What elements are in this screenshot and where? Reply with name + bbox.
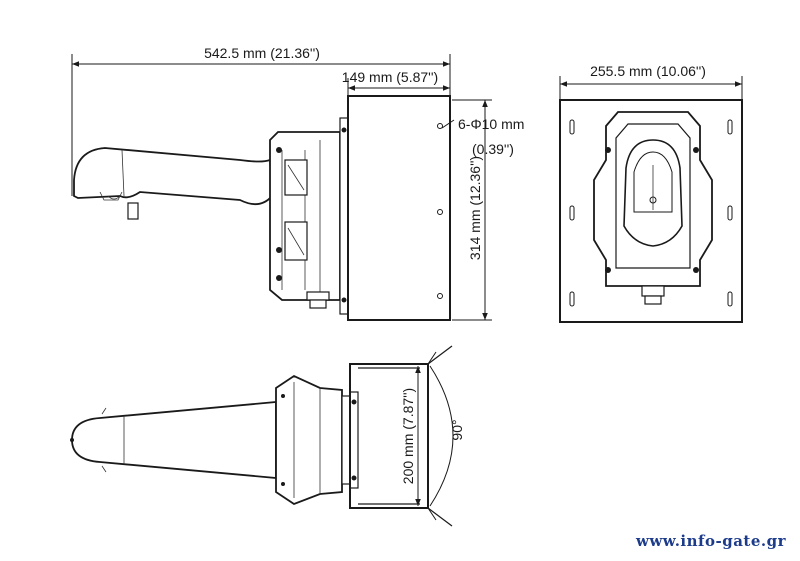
dimension-box-depth: 149 mm (5.87'') (342, 69, 450, 96)
overall-length-label: 542.5 mm (21.36'') (204, 45, 320, 61)
watermark-text: www.info-gate.gr (635, 532, 787, 550)
hole-spec-line2: (0.39'') (472, 141, 514, 157)
hole-spec-callout: 6-Φ10 mm (0.39'') (441, 116, 524, 157)
pole-span-label: 200 mm (7.87'') (400, 388, 416, 484)
dimension-pole-span: 200 mm (7.87'') 90° (400, 366, 465, 506)
dimension-box-width: 255.5 mm (10.06'') (559, 63, 743, 100)
side-view (73, 95, 451, 321)
box-width-label: 255.5 mm (10.06'') (590, 63, 706, 79)
angle-label: 90° (449, 419, 465, 440)
box-depth-label: 149 mm (5.87'') (342, 69, 438, 85)
dimension-height: 314 mm (12.36'') (452, 99, 492, 321)
top-view (70, 345, 454, 527)
height-label: 314 mm (12.36'') (467, 156, 483, 260)
front-view (559, 99, 743, 323)
hole-spec-line1: 6-Φ10 mm (458, 116, 524, 132)
dimension-overall-length: 542.5 mm (21.36'') (71, 45, 451, 196)
